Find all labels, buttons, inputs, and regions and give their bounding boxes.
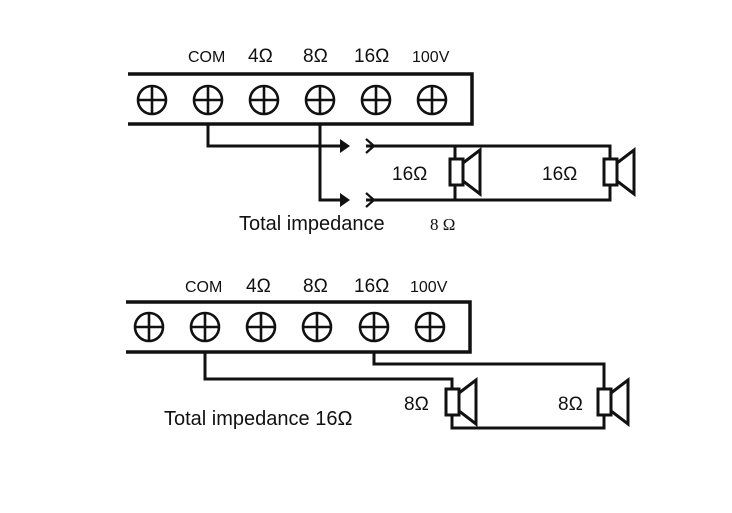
terminal-100v	[414, 311, 446, 343]
speaker-icon	[444, 376, 478, 428]
wire-16-ohm	[372, 352, 606, 388]
terminal-16-ohm	[358, 311, 390, 343]
speaker-1-label: 16Ω	[392, 164, 427, 185]
terminal-4-ohm	[245, 311, 277, 343]
total-impedance-text: Total impedance	[239, 213, 385, 235]
label-com: COM	[185, 279, 222, 296]
speaker-icon	[602, 146, 636, 198]
speaker-1-label: 8Ω	[404, 394, 429, 415]
label-8-ohm: 8Ω	[303, 276, 328, 297]
terminal-com	[136, 84, 168, 116]
wire-8-ohm	[318, 124, 340, 202]
wire-parallel-negative	[380, 186, 612, 202]
terminal-4-ohm	[248, 84, 280, 116]
bottom-diagram: COM 4Ω 8Ω 16Ω 100V	[126, 276, 630, 430]
label-16-ohm: 16Ω	[354, 46, 389, 67]
label-100v: 100V	[412, 49, 450, 66]
label-100v: 100V	[410, 279, 448, 296]
label-4-ohm: 4Ω	[246, 276, 271, 297]
speaker-icon	[448, 146, 482, 198]
top-diagram: COM 4Ω 8Ω 16Ω 100V	[128, 46, 636, 235]
label-4-ohm: 4Ω	[248, 46, 273, 67]
speaker-icon	[596, 376, 630, 428]
wire-series-link	[450, 416, 606, 430]
speaker-2-label: 16Ω	[542, 164, 577, 185]
terminal-8-ohm	[301, 311, 333, 343]
speaker-2-label: 8Ω	[558, 394, 583, 415]
connector-arrows	[340, 138, 382, 208]
label-com: COM	[188, 49, 225, 66]
total-impedance-value: 8 Ω	[430, 215, 455, 234]
terminal-com-2	[189, 311, 221, 343]
terminal-8-ohm	[304, 84, 336, 116]
wire-com	[203, 352, 454, 388]
wire-parallel-positive	[380, 144, 612, 158]
wire-com-top	[206, 124, 340, 148]
terminal-com	[133, 311, 165, 343]
label-8-ohm: 8Ω	[303, 46, 328, 67]
terminal-com-2	[192, 84, 224, 116]
label-16-ohm: 16Ω	[354, 276, 389, 297]
total-impedance-text: Total impedance 16Ω	[164, 408, 352, 430]
terminal-100v	[416, 84, 448, 116]
terminal-16-ohm	[360, 84, 392, 116]
